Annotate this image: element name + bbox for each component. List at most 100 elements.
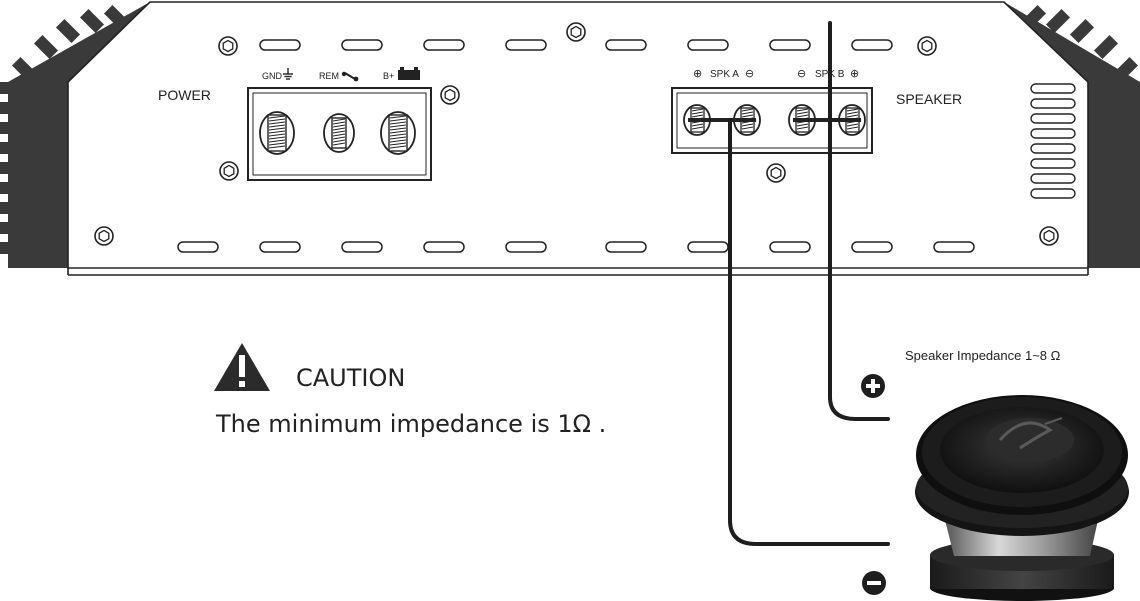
negative-wire	[728, 118, 890, 546]
bplus-label: B+	[383, 71, 394, 81]
terminal-thread-line	[741, 114, 754, 118]
terminal-thread-line	[268, 142, 286, 146]
heatsink-fin	[1090, 162, 1140, 174]
terminal-thread-line	[268, 145, 286, 149]
heatsink-fin	[0, 242, 66, 254]
heatsink-fin	[1090, 242, 1140, 254]
terminal-thread-line	[332, 127, 346, 131]
heatsink-left-base	[8, 2, 150, 268]
vent-slot	[769, 241, 811, 253]
vent-slot	[1030, 188, 1076, 199]
terminal-thread-line	[389, 124, 407, 128]
vent-slot	[769, 39, 811, 51]
terminal-thread-line	[389, 121, 407, 125]
vent-slot	[851, 39, 893, 51]
vent-slots-top	[259, 39, 893, 51]
vent-slot	[341, 241, 383, 253]
rem-terminal[interactable]	[323, 113, 355, 153]
terminal-thread-line	[332, 130, 346, 134]
terminal-thread-line	[268, 130, 286, 134]
heatsink-fin	[0, 142, 66, 154]
terminal-thread-line	[332, 118, 346, 122]
terminal-thread-line	[389, 139, 407, 143]
heatsink-fin	[1090, 222, 1140, 234]
terminal-thread-line	[389, 127, 407, 131]
positive-wire	[828, 21, 890, 421]
terminal-thread-line	[691, 123, 704, 127]
heatsink-fin	[1045, 8, 1071, 34]
vent-slot	[1030, 128, 1076, 139]
warning-triangle-icon	[214, 343, 270, 391]
terminal-thread-line	[268, 133, 286, 137]
terminal-thread-line	[268, 136, 286, 140]
vent-slot	[1030, 143, 1076, 154]
vent-slot	[605, 241, 647, 253]
heatsink-fin	[0, 102, 66, 114]
vent-slot	[851, 241, 893, 253]
terminal-thread-line	[389, 133, 407, 137]
vent-slot	[605, 39, 647, 51]
terminal-thread-line	[846, 126, 859, 130]
vent-slot	[933, 241, 975, 253]
heatsink-fin	[103, 4, 129, 30]
heatsink-right	[1004, 2, 1140, 268]
heatsink-fin	[79, 8, 105, 34]
battery-icon	[398, 67, 420, 80]
screw-hex	[222, 39, 234, 53]
terminal-thread-line	[691, 126, 704, 130]
bplus-terminal[interactable]	[380, 111, 416, 155]
panel-screws	[94, 22, 1059, 246]
vent-slot	[259, 39, 301, 51]
subwoofer-image	[915, 395, 1129, 601]
terminal-thread-line	[332, 121, 346, 125]
heatsink-fin	[0, 202, 66, 214]
spk-a-minus-symbol: ⊖	[745, 68, 754, 80]
heatsink-fin	[1090, 102, 1140, 114]
terminal-thread-line	[389, 136, 407, 140]
heatsink-fin	[1090, 82, 1140, 94]
terminal-thread-line	[332, 142, 346, 146]
heatsink-fin	[0, 162, 66, 174]
vent-slot	[259, 241, 301, 253]
vent-slot	[687, 241, 729, 253]
power-label: POWER	[158, 87, 211, 103]
spk-b-minus-symbol: ⊖	[797, 68, 806, 80]
terminal-thread-line	[796, 123, 809, 127]
heatsink-fin	[0, 222, 66, 234]
terminal-thread-line	[389, 115, 407, 119]
terminal-thread-line	[268, 139, 286, 143]
speaker-terminal-block	[671, 87, 873, 154]
vent-slot	[1030, 113, 1076, 124]
screw-hex	[444, 88, 456, 102]
heatsink-fin	[0, 122, 66, 134]
speaker-impedance-label: Speaker Impedance 1~8 Ω	[905, 348, 1061, 363]
terminal-thread-line	[268, 124, 286, 128]
screw-hex	[98, 229, 110, 243]
negative-polarity-icon	[862, 571, 886, 595]
vent-slot	[177, 241, 219, 253]
terminal-thread-line	[741, 108, 754, 112]
heatsink-fin	[33, 34, 59, 60]
terminal-thread-line	[332, 124, 346, 128]
terminal-thread-line	[268, 127, 286, 131]
heatsink-fin	[1093, 34, 1119, 60]
screw-hex	[921, 39, 933, 53]
vent-slot	[505, 241, 547, 253]
screw-hex	[770, 166, 782, 180]
terminal-thread-line	[741, 111, 754, 115]
spk-b-plus-symbol: ⊕	[850, 68, 859, 80]
heatsink-left	[0, 2, 150, 268]
heatsink-fin	[1090, 182, 1140, 194]
terminal-thread-line	[268, 115, 286, 119]
screw-hex	[1043, 229, 1055, 243]
vent-slot	[341, 39, 383, 51]
vent-slot	[1030, 173, 1076, 184]
heatsink-fin	[1090, 122, 1140, 134]
terminal-thread-line	[846, 108, 859, 112]
vent-slot	[1030, 83, 1076, 94]
heatsink-fin	[55, 18, 81, 44]
terminal-thread-line	[389, 145, 407, 149]
terminal-thread-line	[741, 123, 754, 127]
gnd-terminal[interactable]	[259, 111, 295, 155]
